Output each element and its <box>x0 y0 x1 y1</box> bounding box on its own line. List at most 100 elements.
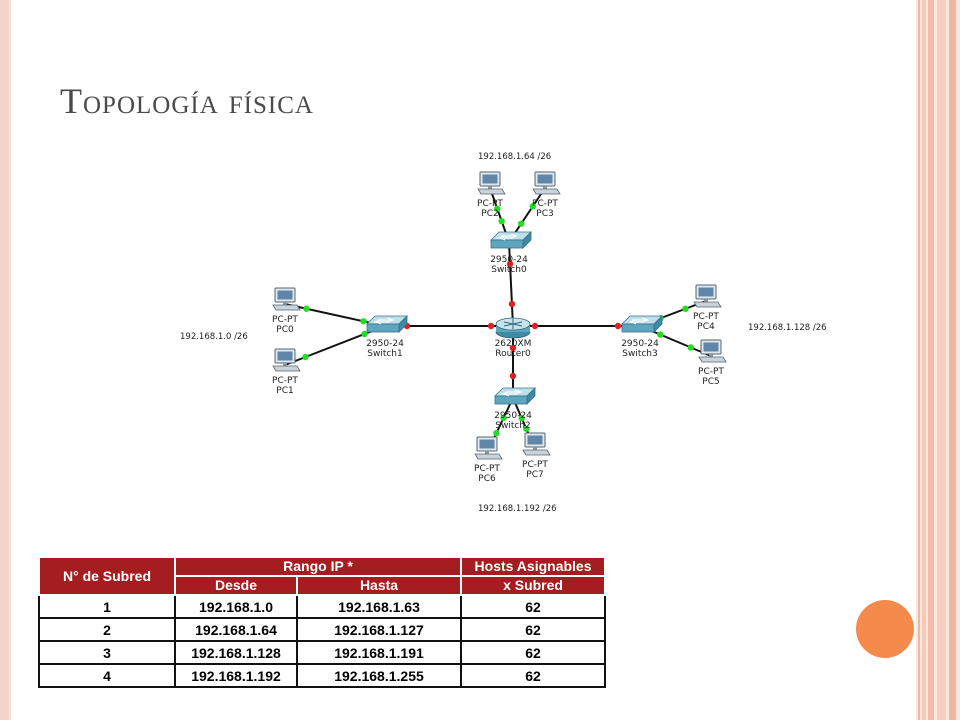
device-model-label: PC-PT <box>272 315 298 325</box>
port-indicator <box>509 344 517 352</box>
router-icon[interactable] <box>495 317 531 339</box>
device-name-label: PC1 <box>276 386 293 396</box>
pc-icon[interactable] <box>272 287 301 311</box>
cell-hosts: 62 <box>460 640 607 665</box>
slide-border-left <box>0 0 9 720</box>
device-model-label: PC-PT <box>698 367 724 377</box>
pc-icon[interactable] <box>698 339 727 363</box>
pc-icon[interactable] <box>532 171 561 195</box>
device-model-label: 2620XM <box>495 339 532 349</box>
port-indicator <box>518 415 525 422</box>
decor-stripe <box>928 0 934 720</box>
device-model-label: 2950-24 <box>494 411 532 421</box>
switch-icon[interactable] <box>621 315 663 333</box>
cell-to: 192.168.1.191 <box>295 640 463 665</box>
device-model-label: PC-PT <box>474 464 500 474</box>
decor-circle <box>856 600 914 658</box>
port-indicator <box>303 305 310 312</box>
device-model-label: 2950-24 <box>366 339 404 349</box>
table-row: 2 192.168.1.64 192.168.1.127 62 <box>38 617 607 642</box>
port-indicator <box>509 372 517 380</box>
header-ip-range: Rango IP * <box>173 556 463 577</box>
device-model-label: 2950-24 <box>621 339 659 349</box>
table-row: 3 192.168.1.128 192.168.1.191 62 <box>38 640 607 665</box>
device-model-label: PC-PT <box>532 199 558 209</box>
topology-links <box>284 187 712 454</box>
cell-from: 192.168.1.0 <box>174 594 298 619</box>
header-subnet-number: N° de Subred <box>38 556 176 596</box>
decor-stripe <box>949 0 956 720</box>
port-indicator <box>531 322 539 330</box>
device-name-label: PC3 <box>536 209 553 219</box>
network-label-right: 192.168.1.128 /26 <box>748 323 827 333</box>
cell-subnet-number: 1 <box>38 594 176 619</box>
switch-icon[interactable] <box>490 231 532 249</box>
network-label-left: 192.168.1.0 /26 <box>180 332 248 342</box>
cell-subnet-number: 3 <box>38 640 176 665</box>
header-to: Hasta <box>295 575 463 596</box>
port-indicator <box>687 344 694 351</box>
device-name-label: PC0 <box>276 325 294 335</box>
cell-from: 192.168.1.64 <box>174 617 298 642</box>
port-indicator <box>657 331 664 338</box>
decor-stripe <box>937 0 946 720</box>
subnet-table: N° de Subred Rango IP * Hosts Asignables… <box>38 556 607 688</box>
network-label-top: 192.168.1.64 /26 <box>478 152 551 162</box>
port-indicator <box>508 300 516 308</box>
port-indicator <box>360 318 367 325</box>
device-name-label: Switch2 <box>495 421 530 431</box>
cell-subnet-number: 4 <box>38 663 176 688</box>
header-hosts-line1: Hosts Asignables <box>460 556 607 577</box>
port-indicator <box>518 220 525 227</box>
port-indicator <box>498 218 505 225</box>
switch-icon[interactable] <box>494 387 536 405</box>
device-name-label: PC6 <box>478 474 496 484</box>
cell-from: 192.168.1.128 <box>174 640 298 665</box>
port-indicator <box>500 414 507 422</box>
port-indicator <box>493 429 500 437</box>
pc-icon[interactable] <box>477 171 506 195</box>
device-name-label: Router0 <box>495 349 531 359</box>
table-header-row: N° de Subred Rango IP * Hosts Asignables <box>38 556 607 596</box>
table-row: 1 192.168.1.0 192.168.1.63 62 <box>38 594 607 619</box>
port-indicator <box>529 203 536 210</box>
pc-icon[interactable] <box>474 436 503 460</box>
table-subheader-row: Desde Hasta x Subred <box>39 575 607 596</box>
link-switch1-pc1 <box>284 325 386 366</box>
slide-title: Topología física <box>60 81 314 121</box>
cell-from: 192.168.1.192 <box>174 663 298 688</box>
slide-border-left-inner <box>9 0 11 720</box>
cell-hosts: 62 <box>460 663 607 688</box>
pc-icon[interactable] <box>693 284 722 308</box>
pc-icon[interactable] <box>522 432 551 456</box>
port-indicator <box>302 353 309 361</box>
device-name-label: Switch1 <box>367 349 402 359</box>
cell-subnet-number: 2 <box>38 617 176 642</box>
port-indicator <box>487 322 495 330</box>
header-from: Desde <box>174 575 298 596</box>
network-topology-diagram: 2620XMRouter02950-24Switch02950-24Switch… <box>180 152 827 514</box>
port-indicator <box>494 205 501 212</box>
port-indicator <box>361 330 368 338</box>
link-router0-switch0 <box>508 241 514 327</box>
header-hosts-line2: x Subred <box>460 575 607 596</box>
device-name-label: Switch0 <box>491 265 527 275</box>
decor-stripe <box>922 0 926 720</box>
topology-labels: 2620XMRouter02950-24Switch02950-24Switch… <box>180 152 827 514</box>
device-name-label: PC4 <box>697 322 715 332</box>
port-indicator <box>682 305 689 312</box>
table-row: 4 192.168.1.192 192.168.1.255 62 <box>38 663 607 688</box>
switch-icon[interactable] <box>366 315 408 333</box>
cell-hosts: 62 <box>460 594 607 619</box>
cell-to: 192.168.1.255 <box>295 663 463 688</box>
device-name-label: PC5 <box>702 377 719 387</box>
port-indicator <box>523 425 530 432</box>
cell-to: 192.168.1.127 <box>295 617 463 642</box>
cell-to: 192.168.1.63 <box>295 594 463 619</box>
device-model-label: 2950-24 <box>490 255 528 265</box>
device-name-label: Switch3 <box>622 349 657 359</box>
network-label-bottom: 192.168.1.192 /26 <box>478 504 557 514</box>
device-model-label: PC-PT <box>272 376 298 386</box>
device-model-label: PC-PT <box>693 312 719 322</box>
port-indicator <box>614 322 622 330</box>
